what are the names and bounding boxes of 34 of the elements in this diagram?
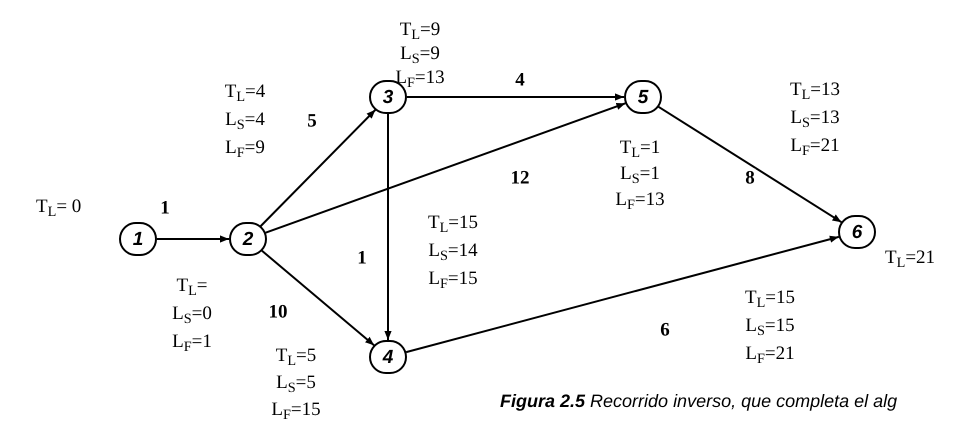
time-label: L$_{F}$=1 [172, 332, 212, 351]
time-label: T$_{L}$= [176, 276, 208, 295]
time-label: T$_{L}$=13 [790, 80, 840, 99]
arrow [658, 106, 842, 224]
time-label: L$_{S}$=14 [428, 241, 478, 260]
time-label: T$_{L}$=5 [276, 346, 316, 365]
arrow [407, 93, 624, 101]
arrow [157, 235, 229, 243]
time-label: L$_{F}$=15 [271, 400, 321, 419]
time-label: T$_{L}$=9 [400, 20, 440, 39]
time-label: L$_{S}$=9 [400, 44, 440, 63]
arrow [384, 114, 392, 340]
time-label: L$_{F}$=21 [745, 344, 795, 363]
time-label: L$_{S}$=1 [620, 164, 660, 183]
time-label: T$_{L}$=15 [428, 213, 478, 232]
arrow [261, 250, 375, 346]
time-label: T$_{L}$=21 [885, 248, 936, 267]
arrow [406, 236, 840, 354]
time-label: L$_{F}$=15 [428, 269, 478, 288]
time-label: T$_{L}$=1 [620, 138, 660, 157]
caption: Figura 2.5 Recorrido inverso, que completa el alg [500, 392, 898, 410]
time-label: T$_{L}$=4 [224, 82, 266, 101]
time-label: L$_{S}$=5 [276, 373, 316, 392]
time-label: T$_{L}$= 0 [36, 197, 82, 216]
time-label: L$_{S}$=4 [225, 110, 265, 129]
time-label: L$_{S}$=13 [790, 108, 840, 127]
time-label: L$_{F}$=21 [790, 136, 840, 155]
time-label: L$_{S}$=0 [172, 304, 212, 323]
time-label: L$_{F}$=9 [225, 138, 265, 157]
time-label: T$_{L}$=15 [744, 288, 796, 307]
time-label: L$_{S}$=15 [745, 316, 795, 335]
time-label: L$_{F}$=13 [615, 190, 665, 209]
arrow [260, 109, 376, 227]
arrow [265, 102, 626, 234]
